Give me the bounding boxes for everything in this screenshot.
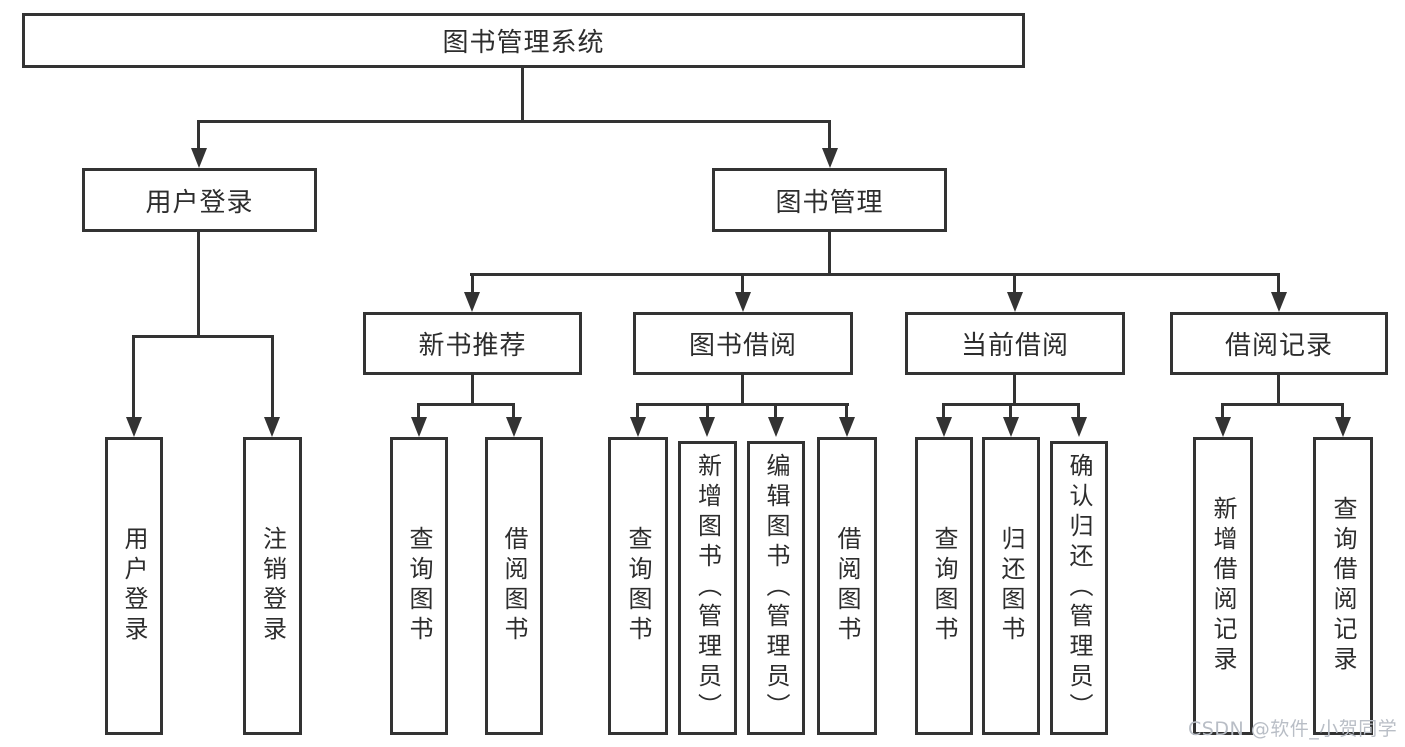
node-label: 图书管理 — [775, 187, 884, 218]
arrow-down-icon — [1003, 417, 1019, 437]
leaf-label: 查询图书 — [405, 526, 433, 646]
arrow-down-icon — [1215, 417, 1231, 437]
arrow-down-icon — [1007, 292, 1023, 312]
connector-hline — [636, 403, 849, 406]
arrow-down-icon — [839, 417, 855, 437]
connector-vline — [845, 403, 848, 421]
node-book-management: 图书管理 — [712, 168, 947, 232]
leaf-borrow-books-recommend: 借阅图书 — [485, 437, 543, 735]
leaf-borrow-books: 借阅图书 — [817, 437, 877, 735]
leaf-label: 查询图书 — [930, 526, 958, 646]
arrow-down-icon — [630, 417, 646, 437]
leaf-label: 新增借阅记录 — [1209, 496, 1237, 676]
node-label: 新书推荐 — [418, 331, 527, 361]
connector-vline — [417, 403, 420, 421]
connector-vline — [197, 120, 200, 150]
connector-vline — [1013, 375, 1016, 405]
arrow-down-icon — [264, 417, 280, 437]
connector-hline — [470, 273, 1280, 276]
leaf-query-books-borrowing: 查询图书 — [608, 437, 668, 735]
leaf-label: 借阅图书 — [500, 526, 528, 646]
leaf-add-book-admin: 新增图书（管理员） — [678, 441, 737, 735]
leaf-label: 用户登录 — [120, 526, 148, 646]
node-label: 当前借阅 — [960, 331, 1069, 361]
connector-vline — [774, 403, 777, 421]
leaf-logout: 注销登录 — [243, 437, 302, 735]
node-library-system: 图书管理系统 — [22, 13, 1025, 68]
node-new-book-recommend: 新书推荐 — [363, 312, 582, 375]
arrow-down-icon — [768, 417, 784, 437]
arrow-down-icon — [936, 417, 952, 437]
node-borrowing-records: 借阅记录 — [1170, 312, 1388, 375]
arrow-down-icon — [1071, 417, 1087, 437]
connector-vline — [706, 403, 709, 421]
leaf-query-borrow-record: 查询借阅记录 — [1313, 437, 1373, 735]
connector-vline — [1221, 403, 1224, 421]
connector-vline — [828, 232, 831, 275]
connector-vline — [1013, 273, 1016, 296]
connector-vline — [1009, 403, 1012, 421]
leaf-label: 确认归还（管理员） — [1065, 453, 1093, 723]
node-label: 图书借阅 — [688, 331, 797, 361]
arrow-down-icon — [464, 292, 480, 312]
leaf-label: 查询图书 — [624, 526, 652, 646]
leaf-query-books-current: 查询图书 — [915, 437, 973, 735]
arrow-down-icon — [699, 417, 715, 437]
arrow-down-icon — [506, 417, 522, 437]
leaf-confirm-return-admin: 确认归还（管理员） — [1050, 441, 1108, 735]
leaf-edit-book-admin: 编辑图书（管理员） — [747, 441, 805, 735]
connector-vline — [942, 403, 945, 421]
arrow-down-icon — [411, 417, 427, 437]
node-user-login: 用户登录 — [82, 168, 317, 232]
leaf-query-books-recommend: 查询图书 — [390, 437, 448, 735]
node-label: 图书管理系统 — [442, 28, 605, 58]
connector-hline — [417, 403, 515, 406]
connector-hline — [197, 120, 831, 123]
leaf-user-login: 用户登录 — [105, 437, 163, 735]
connector-vline — [741, 375, 744, 405]
connector-vline — [636, 403, 639, 421]
node-label: 用户登录 — [145, 187, 254, 218]
arrow-down-icon — [1335, 417, 1351, 437]
leaf-label: 编辑图书（管理员） — [762, 453, 790, 723]
connector-vline — [512, 403, 515, 421]
connector-vline — [132, 335, 135, 421]
connector-vline — [741, 273, 744, 296]
connector-vline — [1341, 403, 1344, 421]
watermark: CSDN @软件_小贺同学 — [1188, 718, 1398, 740]
connector-vline — [197, 232, 200, 338]
leaf-return-books: 归还图书 — [982, 437, 1040, 735]
arrow-down-icon — [735, 292, 751, 312]
arrow-down-icon — [191, 148, 207, 168]
leaf-label: 借阅图书 — [833, 526, 861, 646]
connector-vline — [471, 375, 474, 405]
connector-vline — [1277, 273, 1280, 296]
arrow-down-icon — [1271, 292, 1287, 312]
connector-vline — [471, 273, 474, 296]
connector-hline — [132, 335, 274, 338]
leaf-label: 归还图书 — [997, 526, 1025, 646]
connector-vline — [271, 335, 274, 421]
connector-vline — [1077, 403, 1080, 421]
arrow-down-icon — [822, 148, 838, 168]
connector-vline — [828, 120, 831, 150]
leaf-label: 查询借阅记录 — [1329, 496, 1357, 676]
arrow-down-icon — [126, 417, 142, 437]
leaf-add-borrow-record: 新增借阅记录 — [1193, 437, 1253, 735]
connector-hline — [1221, 403, 1344, 406]
leaf-label: 注销登录 — [258, 526, 287, 646]
connector-vline — [1277, 375, 1280, 405]
leaf-label: 新增图书（管理员） — [693, 453, 722, 723]
node-book-borrowing: 图书借阅 — [633, 312, 853, 375]
connector-vline — [521, 68, 524, 122]
node-label: 借阅记录 — [1224, 331, 1333, 361]
node-current-borrowing: 当前借阅 — [905, 312, 1125, 375]
